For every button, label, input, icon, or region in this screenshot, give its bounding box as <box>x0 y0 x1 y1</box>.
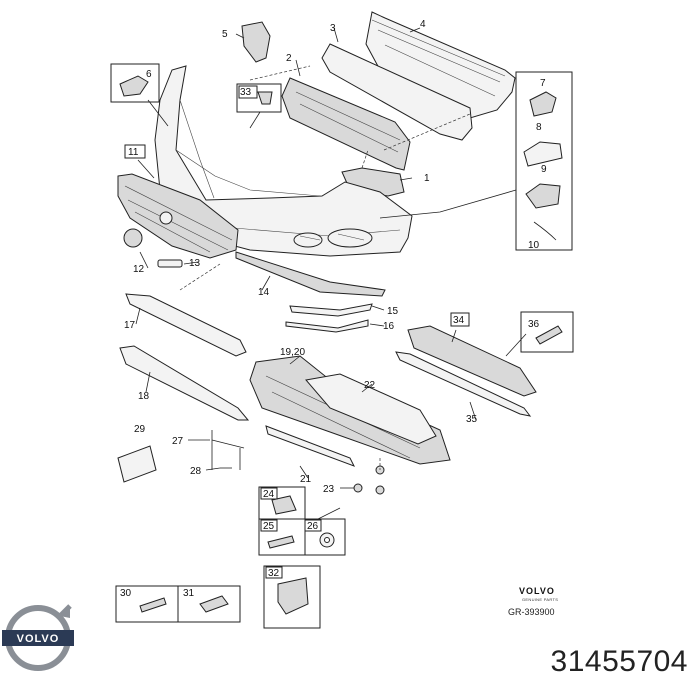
callout-box-25 <box>260 519 278 532</box>
callout-16: 16 <box>383 321 395 332</box>
callout-6: 6 <box>146 69 152 80</box>
part-16-trim <box>285 319 369 333</box>
callout-13: 13 <box>189 258 201 269</box>
part-5-bracket <box>241 21 271 63</box>
callout-17: 17 <box>124 320 136 331</box>
part-29-pad <box>117 445 157 483</box>
callout-3: 3 <box>330 23 336 34</box>
part-2-upper-grille <box>281 77 411 171</box>
part-18-trim <box>119 345 250 421</box>
part-6-cap <box>110 63 160 103</box>
callout-box-34 <box>450 312 470 327</box>
part-21-strip <box>265 425 356 467</box>
callout-29: 29 <box>134 424 146 435</box>
callout-4: 4 <box>420 19 426 30</box>
part-3-absorber <box>321 43 473 141</box>
callout-21: 21 <box>300 474 312 485</box>
brand-subtitle: GENUINE PARTS <box>522 597 559 602</box>
callout-box-26 <box>304 519 322 532</box>
part-17-trim <box>125 293 247 357</box>
callout-box-33 <box>238 85 258 99</box>
callout-5: 5 <box>222 29 228 40</box>
callout-18: 18 <box>138 391 150 402</box>
brand-name: VOLVO <box>519 586 555 596</box>
callout-33: 33 <box>240 87 252 98</box>
callout-32: 32 <box>268 568 280 579</box>
callout-34: 34 <box>453 315 465 326</box>
part-11-grille <box>117 173 239 259</box>
parts-24-26-box <box>258 486 346 556</box>
callout-11: 11 <box>128 147 139 158</box>
part-23-clip <box>353 465 385 495</box>
callout-27: 27 <box>172 436 184 447</box>
part-14-strip <box>235 251 386 297</box>
part-12-badge <box>123 228 143 248</box>
callout-1: 1 <box>424 173 430 184</box>
callout-22: 22 <box>364 380 376 391</box>
part-31-box <box>177 585 241 623</box>
part-number: 31455704 <box>550 645 688 678</box>
callout-19-20: 19,20 <box>280 347 305 358</box>
callout-box-32 <box>265 566 283 579</box>
part-13-emblem <box>157 259 183 268</box>
callout-26: 26 <box>307 521 319 532</box>
callout-23: 23 <box>323 484 335 495</box>
callout-14: 14 <box>258 287 270 298</box>
part-4-reinforcement <box>365 11 516 119</box>
part-35-strip <box>395 351 532 417</box>
callout-2: 2 <box>286 53 292 64</box>
part-30-box <box>115 585 179 623</box>
callout-9: 9 <box>541 164 547 175</box>
callout-30: 30 <box>120 588 132 599</box>
callout-31: 31 <box>183 588 195 599</box>
callout-28: 28 <box>190 466 202 477</box>
diagram-reference: GR-393900 <box>508 607 555 617</box>
part-36-screw-box <box>520 311 574 353</box>
callout-7: 7 <box>540 78 546 89</box>
callout-15: 15 <box>387 306 399 317</box>
logo-text: VOLVO <box>17 633 60 645</box>
callout-35: 35 <box>466 414 478 425</box>
callout-box-11 <box>124 144 146 159</box>
callout-24: 24 <box>263 489 275 500</box>
callout-25: 25 <box>263 521 275 532</box>
callout-8: 8 <box>536 122 542 133</box>
callout-12: 12 <box>133 264 145 275</box>
part-15-trim <box>289 303 373 317</box>
part-27-bracket <box>211 430 245 470</box>
part-34-grille <box>407 325 537 397</box>
callout-36: 36 <box>528 319 540 330</box>
callout-10: 10 <box>528 240 540 251</box>
part-22-shield <box>305 373 437 445</box>
volvo-logo: VOLVO <box>2 604 74 671</box>
bumper-cover <box>154 65 413 257</box>
callout-box-24 <box>260 487 278 500</box>
parts-7-10-panel <box>515 71 573 251</box>
